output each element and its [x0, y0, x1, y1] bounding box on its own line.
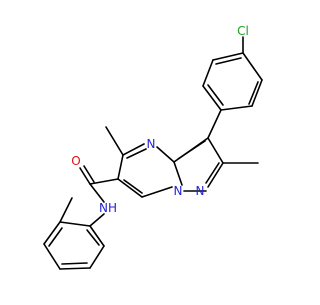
bond: [126, 148, 147, 159]
bond: [202, 85, 222, 111]
pyrimidine-nitrogen-label: N: [147, 137, 156, 151]
bond: [207, 84, 224, 106]
bond: [251, 79, 263, 107]
bond: [242, 52, 263, 81]
bond: [141, 186, 173, 198]
bond: [207, 109, 222, 139]
bond: [220, 105, 253, 111]
bond: [83, 165, 95, 183]
bond: [89, 183, 105, 203]
bond: [59, 267, 91, 270]
bond: [123, 179, 143, 194]
bond: [105, 126, 124, 156]
bond: [89, 213, 105, 227]
bridge-nitrogen-label: N: [174, 184, 183, 198]
chlorine-label: Cl: [237, 24, 249, 38]
bond: [117, 154, 124, 180]
bond: [59, 221, 91, 227]
bond: [59, 197, 73, 223]
bonds: [43, 36, 263, 270]
bond: [177, 140, 206, 160]
bond: [202, 59, 214, 87]
bond: [43, 243, 61, 270]
bond: [205, 162, 220, 184]
structure-canvas: Cl N N N O NH: [43, 24, 263, 270]
bond: [156, 146, 175, 163]
bond: [248, 81, 259, 105]
bond: [89, 178, 119, 185]
atom-labels: Cl N N N O NH: [71, 24, 249, 215]
bond: [173, 161, 183, 186]
pyrazole-nitrogen-label: N: [196, 184, 205, 198]
bond: [89, 245, 105, 269]
bond: [215, 57, 242, 65]
bond: [86, 229, 100, 246]
bond: [207, 162, 224, 188]
bond: [79, 167, 91, 185]
bond: [89, 225, 105, 247]
bond: [61, 262, 88, 265]
bond: [212, 52, 244, 61]
bond: [207, 137, 224, 164]
bond: [48, 227, 63, 247]
bond: [122, 143, 145, 156]
molecule-diagram: Cl N N N O NH: [43, 24, 263, 270]
amide-nh-label: NH: [99, 201, 117, 215]
bond: [43, 221, 61, 245]
bond: [117, 178, 143, 198]
amide-oxygen-label: O: [71, 154, 80, 168]
